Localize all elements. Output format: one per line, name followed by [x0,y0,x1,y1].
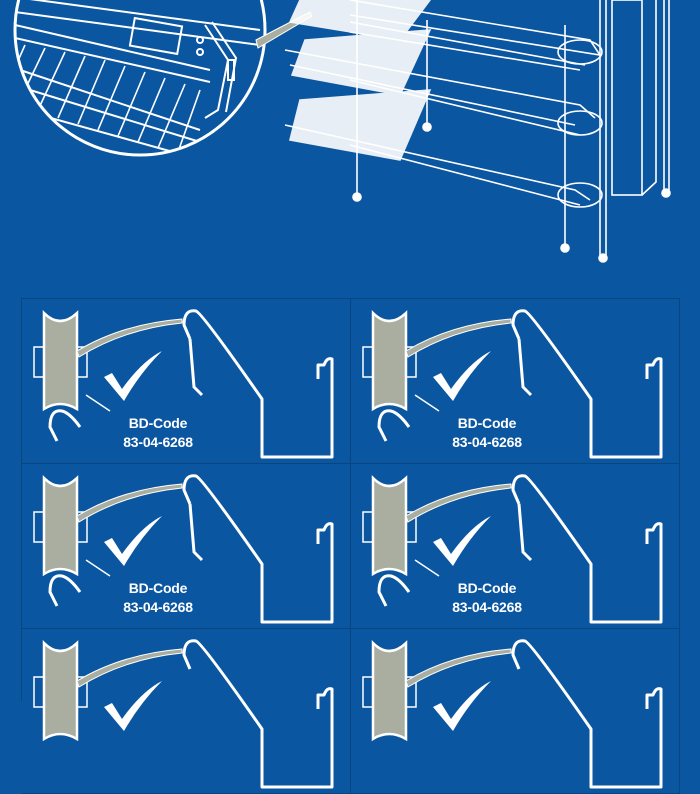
checkmark-icon [433,681,491,731]
bracket-profile [511,474,663,624]
checkmark-icon [433,516,491,566]
bracket-profile [511,639,663,789]
motion-arc [76,483,183,523]
pointer-arrow [414,559,440,577]
hook-icon [377,409,411,442]
bracket-profile [511,309,663,459]
rack-illustration [13,0,671,263]
detail-magnifier [15,0,261,155]
roller-hook-diagram [362,639,663,789]
checkmark-icon [104,681,162,731]
motion-arc [76,318,183,358]
hook-icon [48,409,82,442]
roller-hook-diagram [33,309,334,459]
roller-icon [362,474,417,577]
motion-arc [76,648,183,688]
bracket-profile [182,639,334,789]
roller-icon [362,639,417,742]
roller-icon [33,639,88,742]
checkmark-icon [104,516,162,566]
roller-hook-diagram [33,474,334,624]
motion-arc [405,483,512,523]
roller-icon [362,309,417,412]
roller-icon [33,474,88,577]
hook-icon [377,574,411,607]
bracket-profile [182,309,334,459]
roller-icon [33,309,88,412]
pointer-arrow [85,394,111,412]
hook-icon [48,574,82,607]
pointer-arrow [85,559,111,577]
grid-cell [22,629,351,794]
detail-circle-outline [13,0,267,157]
bracket-profile [182,474,334,624]
checkmark-icon [433,351,491,401]
roller-hook-diagram [33,639,334,789]
grid-cell [351,629,680,794]
roller-hook-diagram [362,474,663,624]
pointer-arrow [414,394,440,412]
motion-arc [405,648,512,688]
checkmark-icon [104,351,162,401]
rack-shelves [284,0,671,263]
roller-hook-diagram [362,309,663,459]
motion-arc [405,318,512,358]
